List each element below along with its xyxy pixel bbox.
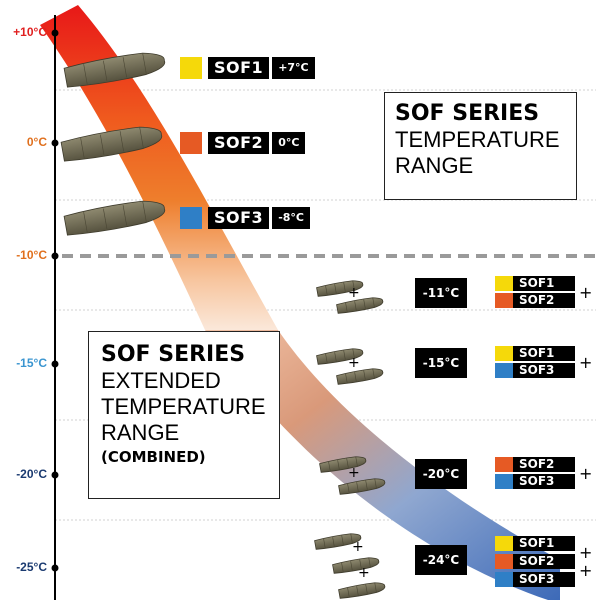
combo-temp-badge: -24°C: [415, 545, 467, 575]
sleeping-bag-image-small: [336, 368, 384, 385]
combo-item-name: SOF1: [519, 276, 555, 290]
axis-tick-dot: [51, 471, 59, 479]
single-tag-sof2: SOF2 0°C: [180, 132, 306, 154]
combo-item: SOF2: [495, 457, 575, 472]
plus-sign: +: [348, 355, 360, 371]
combo-item: SOF1: [495, 276, 575, 291]
small-sleeping-bag-group: + + + + +: [314, 280, 386, 599]
sof3-swatch: [180, 207, 202, 229]
single-name: SOF1: [208, 57, 270, 79]
plus-sign: +: [579, 543, 593, 562]
axis-tick-dot: [51, 360, 59, 368]
sleeping-bag-image-small: [319, 456, 367, 473]
sleeping-bag-image: [63, 200, 166, 236]
sleeping-bag-image-small: [316, 280, 364, 297]
axis-tick-dot: [51, 564, 59, 572]
extended-box-line3: TEMPERATURE: [101, 394, 266, 419]
extended-box-line4: RANGE: [101, 420, 180, 445]
sleeping-bag-image-small: [314, 533, 362, 550]
single-temp: -8°C: [272, 207, 310, 229]
series-box-line3: RANGE: [395, 153, 474, 178]
extended-box-line2: EXTENDED: [101, 368, 221, 393]
sleeping-bag-image-small: [338, 478, 386, 495]
combo-item: SOF3: [495, 572, 575, 587]
sleeping-bag-image-small: [316, 348, 364, 365]
temperature-band-lower: [205, 330, 560, 600]
combo-temp-badge: -20°C: [415, 459, 467, 489]
plus-sign: +: [579, 283, 593, 302]
extended-box-title: SOF SERIES: [101, 342, 246, 367]
sof2-swatch: [180, 132, 202, 154]
extended-range-box: SOF SERIES EXTENDED TEMPERATURE RANGE (C…: [88, 331, 280, 499]
axis-tick-label: -20°C: [16, 467, 47, 481]
axis-tick-dot: [51, 29, 59, 37]
combo-item: SOF3: [495, 363, 575, 378]
combo-item-name: SOF3: [519, 474, 555, 488]
plus-sign: +: [579, 464, 593, 483]
sleeping-bag-image-small: [338, 582, 386, 599]
plus-sign: +: [348, 465, 360, 481]
combo-item-name: SOF1: [519, 536, 555, 550]
series-temperature-box: SOF SERIES TEMPERATURE RANGE: [384, 92, 577, 200]
combo-temp-badge: -11°C: [415, 278, 467, 308]
plus-sign: +: [358, 565, 370, 581]
combo-item: SOF3: [495, 474, 575, 489]
series-box-title: SOF SERIES: [395, 101, 540, 126]
single-name: SOF3: [208, 207, 270, 229]
axis-tick-label: -10°C: [16, 248, 47, 262]
plus-sign: +: [579, 561, 593, 580]
single-tag-sof1: SOF1 +7°C: [180, 57, 315, 79]
sleeping-bag-image: [63, 52, 166, 88]
single-tag-sof3: SOF3 -8°C: [180, 207, 310, 229]
axis-tick-label: -15°C: [16, 356, 47, 370]
plus-sign: +: [348, 285, 360, 301]
combo-item: SOF1: [495, 346, 575, 361]
series-box-line2: TEMPERATURE: [395, 127, 560, 152]
single-temp: +7°C: [272, 57, 315, 79]
combo-item-name: SOF2: [519, 554, 555, 568]
single-name: SOF2: [208, 132, 270, 154]
axis-tick-label: +10°C: [13, 25, 47, 39]
plus-sign: +: [352, 539, 364, 555]
axis-tick-label: 0°C: [26, 135, 47, 149]
sleeping-bag-image: [60, 126, 163, 162]
combo-item: SOF1: [495, 536, 575, 551]
combo-item-name: SOF3: [519, 363, 555, 377]
axis-tick-dot: [51, 139, 59, 147]
large-sleeping-bag-group: [60, 52, 166, 236]
sleeping-bag-image-small: [332, 557, 380, 574]
combo-item-name: SOF2: [519, 457, 555, 471]
combo-item: SOF2: [495, 293, 575, 308]
combo-temp-badge: -15°C: [415, 348, 467, 378]
temperature-band-upper: [40, 5, 278, 330]
axis-tick-label: -25°C: [16, 560, 47, 574]
plus-sign: +: [579, 353, 593, 372]
combo-item-name: SOF2: [519, 293, 555, 307]
combo-item-name: SOF3: [519, 572, 555, 586]
combo-item: SOF2: [495, 554, 575, 569]
single-temp: 0°C: [272, 132, 306, 154]
sof1-swatch: [180, 57, 202, 79]
sleeping-bag-image-small: [336, 297, 384, 314]
axis-tick-dot: [51, 252, 59, 260]
extended-box-line5: (COMBINED): [101, 448, 206, 466]
combo-item-name: SOF1: [519, 346, 555, 360]
